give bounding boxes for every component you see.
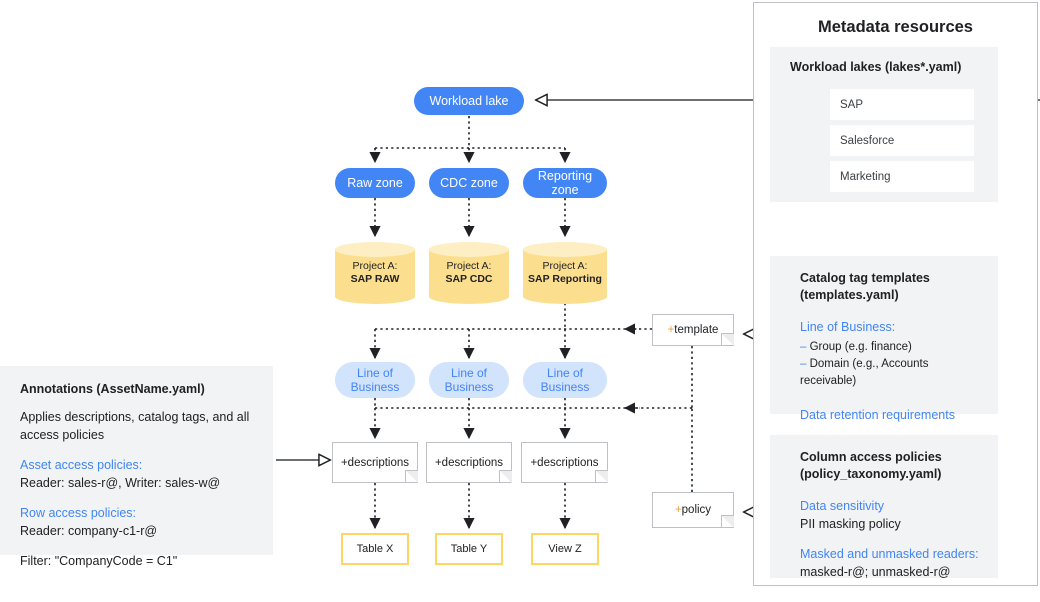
node-asset-view-z[interactable]: View Z xyxy=(531,533,599,565)
fold-corner-icon xyxy=(595,470,608,483)
lake-item-sap[interactable]: SAP xyxy=(830,89,974,120)
column-policies-title-line1: Column access policies xyxy=(800,450,942,464)
node-project-sap-raw[interactable]: Project A: SAP RAW xyxy=(335,242,415,304)
catalog-templates-title-line2: (templates.yaml) xyxy=(800,288,899,302)
workload-lakes-card: Workload lakes (lakes*.yaml) SAP Salesfo… xyxy=(770,47,998,202)
data-sensitivity-heading: Data sensitivity xyxy=(800,499,885,513)
node-project-sap-reporting[interactable]: Project A: SAP Reporting xyxy=(523,242,607,304)
masked-readers-heading: Masked and unmasked readers: xyxy=(800,547,979,561)
dash-bullet: – xyxy=(800,341,807,353)
asset-access-value: Reader: sales-r@, Writer: sales-w@ xyxy=(20,476,221,490)
node-tag-line-of-business-1[interactable]: Line of Business xyxy=(335,362,415,398)
project-name: SAP CDC xyxy=(445,273,493,285)
node-label: Project A: SAP CDC xyxy=(429,260,509,286)
line-of-business-heading: Line of Business: xyxy=(800,320,896,334)
annotations-filter: Filter: "CompanyCode = C1" xyxy=(20,554,178,568)
lake-label: SAP xyxy=(840,98,864,111)
node-label: Table Y xyxy=(450,543,488,555)
node-tag-line-of-business-3[interactable]: Line of Business xyxy=(523,362,607,398)
annotations-title: Annotations (AssetName.yaml) xyxy=(20,382,205,396)
column-access-policies-card: Column access policies (policy_taxonomy.… xyxy=(770,435,998,579)
asset-access-heading: Asset access policies: xyxy=(20,458,143,472)
annotations-card: Annotations (AssetName.yaml) Applies des… xyxy=(0,366,273,568)
node-zone-raw[interactable]: Raw zone xyxy=(335,168,415,198)
cylinder-top xyxy=(335,242,415,257)
line-of-business-list: – Group (e.g. finance) – Domain (e.g., A… xyxy=(800,339,986,390)
node-label: Project A: SAP RAW xyxy=(335,260,415,286)
cylinder-body xyxy=(335,249,415,297)
catalog-templates-title-line1: Catalog tag templates xyxy=(800,271,930,285)
note-policy[interactable]: +policy xyxy=(652,492,734,528)
fold-corner-icon xyxy=(405,470,418,483)
project-name: SAP RAW xyxy=(350,273,400,285)
metadata-panel-title: Metadata resources xyxy=(818,18,973,36)
node-workload-lake[interactable]: Workload lake xyxy=(414,87,524,115)
data-sensitivity-value: PII masking policy xyxy=(800,517,901,531)
catalog-tag-templates-card: Catalog tag templates (templates.yaml) L… xyxy=(770,256,998,422)
metadata-resources-panel: Metadata resources Workload lakes (lakes… xyxy=(753,2,1038,586)
node-label: Line of Business xyxy=(540,366,590,394)
plus-sign: + xyxy=(667,324,675,336)
list-item-text: Group (e.g. finance) xyxy=(809,341,912,353)
node-label: CDC zone xyxy=(440,176,498,190)
node-asset-table-x[interactable]: Table X xyxy=(341,533,409,565)
project-prefix: Project A: xyxy=(542,260,588,272)
fold-corner-icon xyxy=(721,515,734,528)
node-label: Table X xyxy=(356,543,394,555)
note-label: policy xyxy=(681,504,712,516)
node-label: Reporting zone xyxy=(537,169,593,197)
node-project-sap-cdc[interactable]: Project A: SAP CDC xyxy=(429,242,509,304)
note-label: +descriptions xyxy=(434,456,504,469)
cylinder-top xyxy=(523,242,607,257)
note-descriptions-2[interactable]: +descriptions xyxy=(426,442,512,483)
masked-readers-value: masked-r@; unmasked-r@ xyxy=(800,565,951,579)
lake-item-salesforce[interactable]: Salesforce xyxy=(830,125,974,156)
lake-label: Salesforce xyxy=(840,134,895,147)
node-label: View Z xyxy=(548,543,582,555)
node-label: Raw zone xyxy=(347,176,403,190)
cylinder-body xyxy=(429,249,509,297)
list-item: – Group (e.g. finance) xyxy=(800,339,986,356)
row-access-heading: Row access policies: xyxy=(20,506,137,520)
cylinder-top xyxy=(429,242,509,257)
node-zone-cdc[interactable]: CDC zone xyxy=(429,168,509,198)
lake-label: Marketing xyxy=(840,170,891,183)
node-asset-table-y[interactable]: Table Y xyxy=(435,533,503,565)
note-label: template xyxy=(674,324,719,336)
plus-sign: + xyxy=(674,504,682,516)
column-policies-title-line2: (policy_taxonomy.yaml) xyxy=(800,467,942,481)
node-label: Line of Business xyxy=(350,366,400,394)
annotations-intro: Applies descriptions, catalog tags, and … xyxy=(20,410,250,442)
project-name: SAP Reporting xyxy=(528,273,602,285)
note-descriptions-1[interactable]: +descriptions xyxy=(332,442,418,483)
lake-item-marketing[interactable]: Marketing xyxy=(830,161,974,192)
project-prefix: Project A: xyxy=(446,260,492,272)
node-label: Workload lake xyxy=(429,94,509,108)
cylinder-body xyxy=(523,249,607,297)
note-descriptions-3[interactable]: +descriptions xyxy=(521,442,608,483)
list-item-text: Domain (e.g., Accounts receivable) xyxy=(800,358,929,387)
workload-lakes-title: Workload lakes (lakes*.yaml) xyxy=(790,60,962,74)
node-zone-reporting[interactable]: Reporting zone xyxy=(523,168,607,198)
list-item: – Domain (e.g., Accounts receivable) xyxy=(800,356,986,390)
row-access-value: Reader: company-c1-r@ xyxy=(20,524,158,538)
fold-corner-icon xyxy=(721,333,734,346)
note-label: +descriptions xyxy=(530,456,599,469)
data-retention-heading: Data retention requirements xyxy=(800,408,955,422)
node-label: Line of Business xyxy=(444,366,494,394)
dash-bullet: – xyxy=(800,358,807,370)
note-label: +descriptions xyxy=(340,456,410,469)
note-template[interactable]: +template xyxy=(652,314,734,346)
fold-corner-icon xyxy=(499,470,512,483)
node-tag-line-of-business-2[interactable]: Line of Business xyxy=(429,362,509,398)
project-prefix: Project A: xyxy=(352,260,398,272)
node-label: Project A: SAP Reporting xyxy=(523,260,607,286)
